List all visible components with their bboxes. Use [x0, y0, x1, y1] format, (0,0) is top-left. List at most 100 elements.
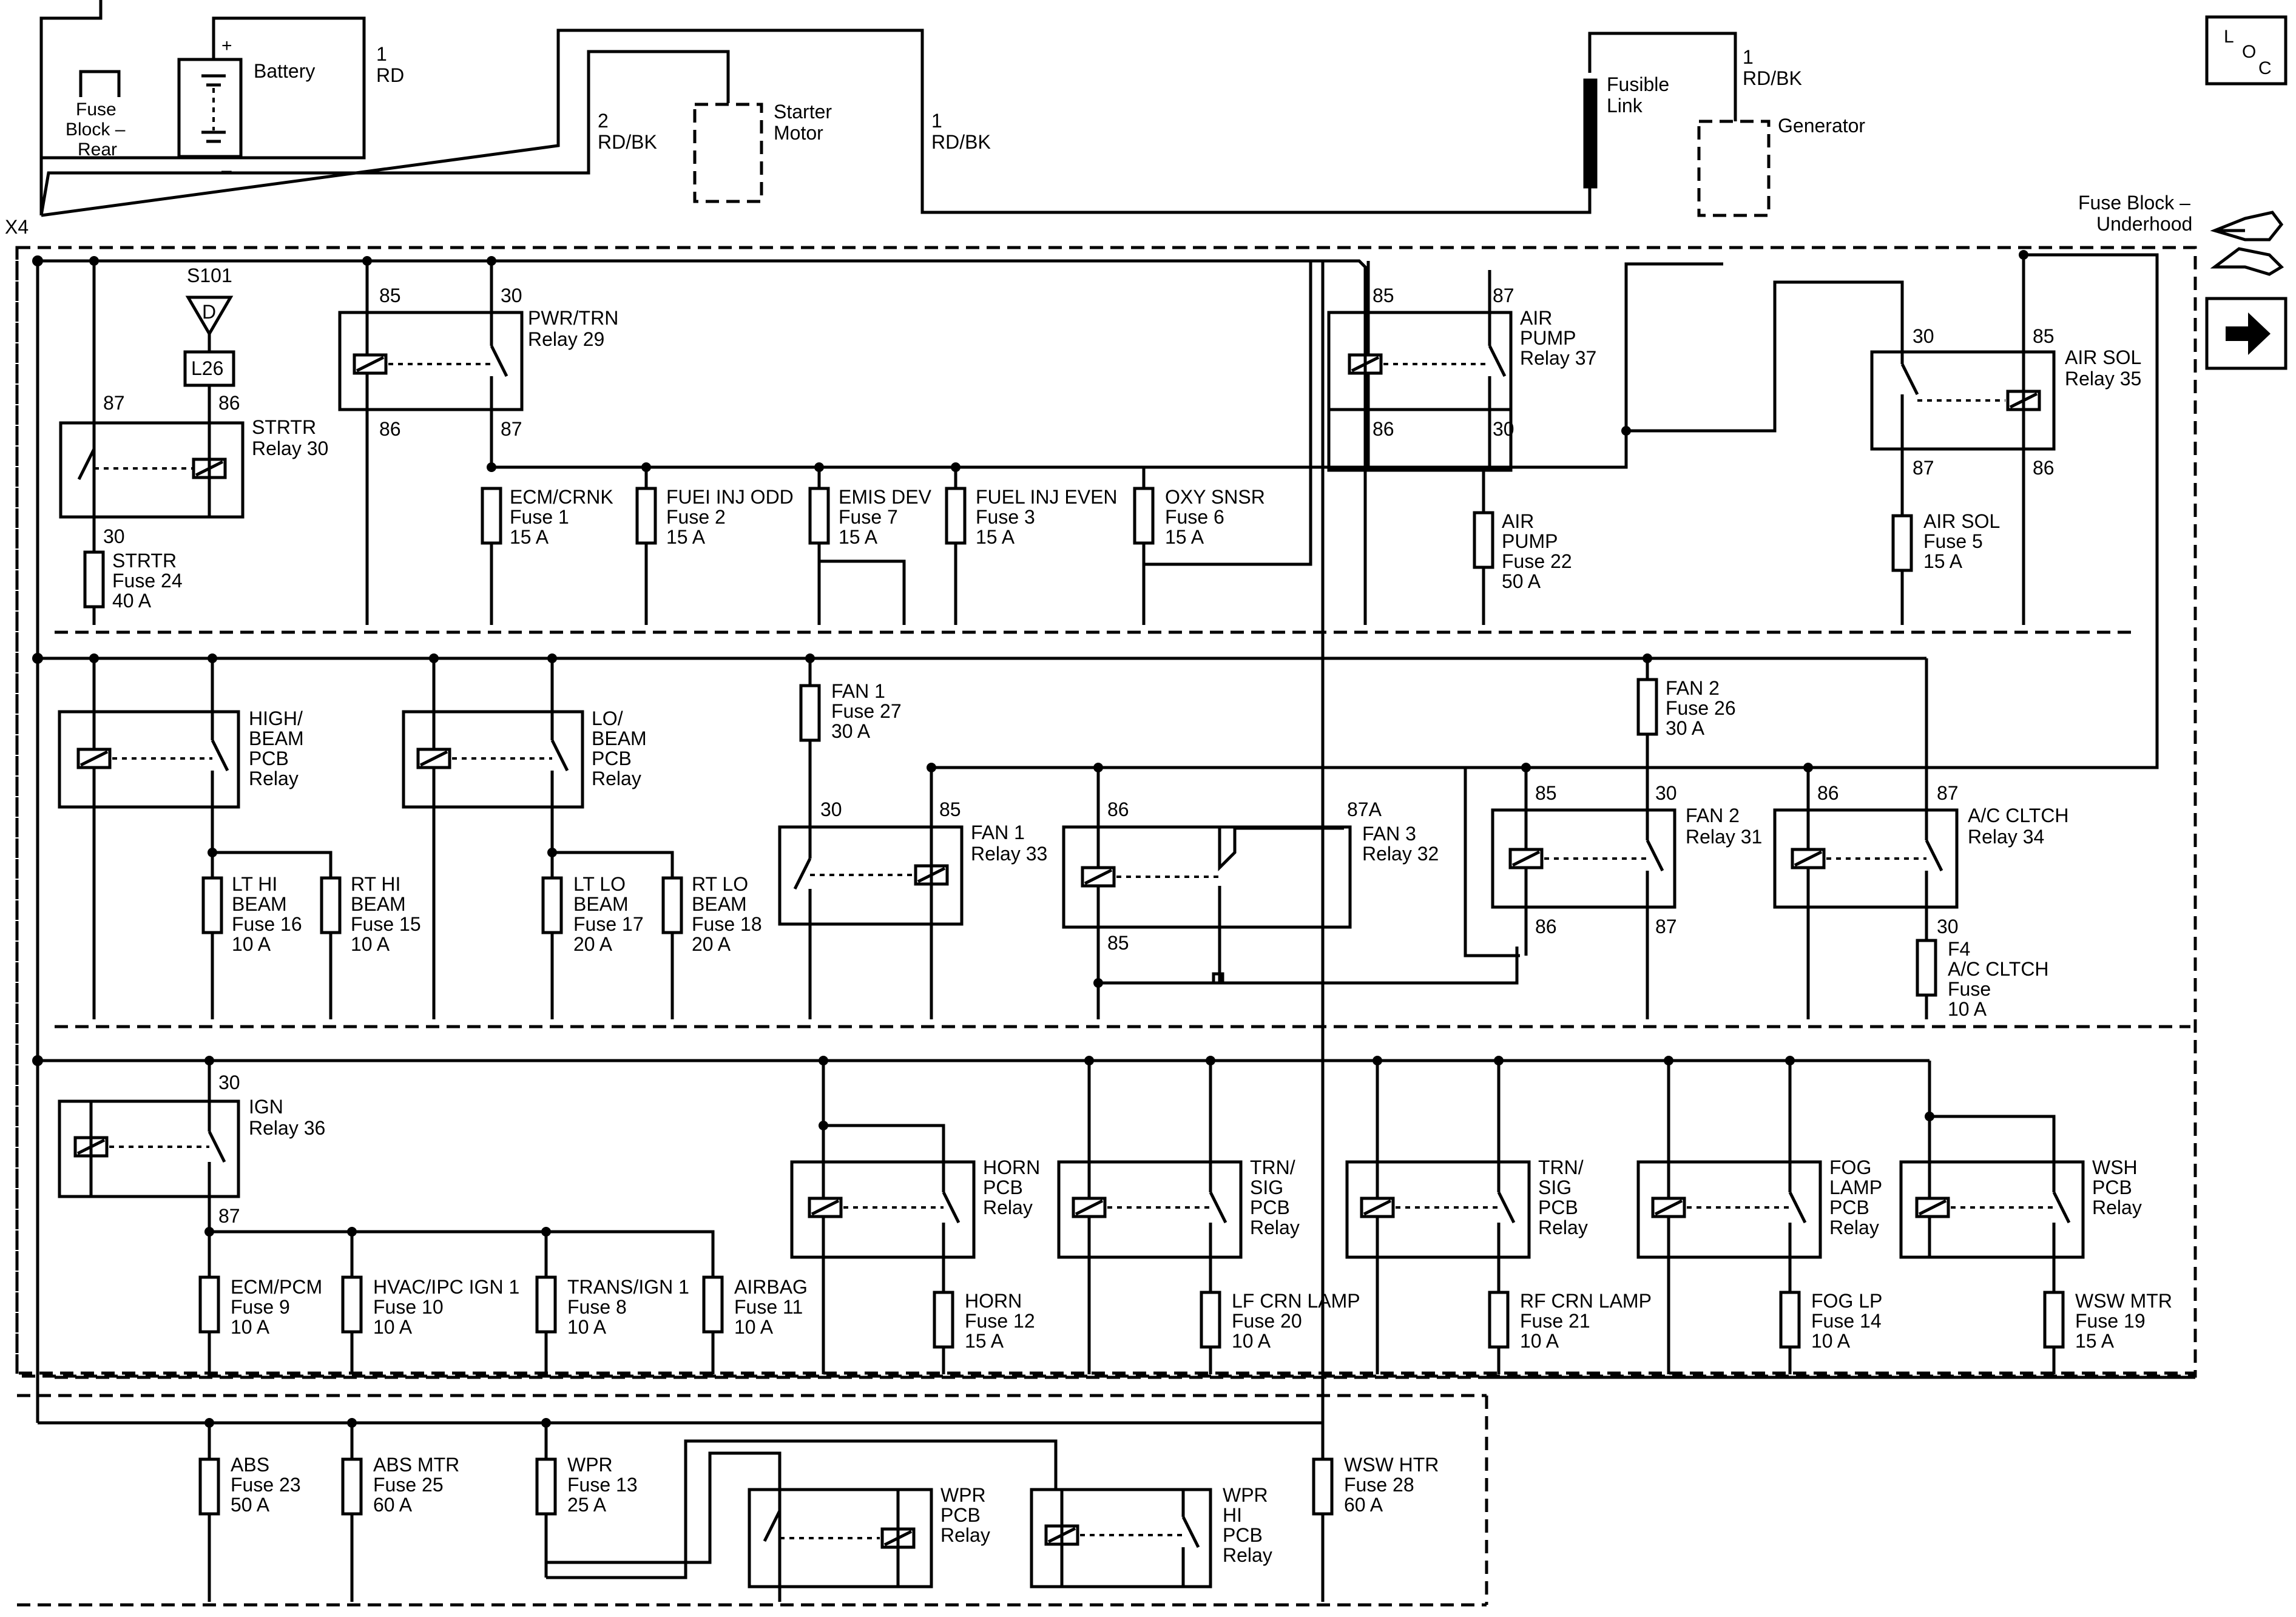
relay-label: Relay 32	[1362, 843, 1439, 865]
fuse-label: PUMP	[1502, 530, 1558, 552]
fuse-label: 10 A	[231, 1316, 270, 1338]
pin-label: 87	[218, 1205, 240, 1227]
row-3	[58, 1056, 2085, 1374]
relay-label: PCB	[940, 1504, 981, 1526]
battery-minus: –	[221, 160, 232, 180]
pin-label: 86	[2033, 457, 2055, 479]
relay-label: HI	[1223, 1504, 1242, 1526]
fuse-label: 10 A	[1520, 1330, 1559, 1352]
fuse-label: 10 A	[1811, 1330, 1851, 1352]
pin-label: 87	[1655, 916, 1677, 937]
row-1	[59, 250, 2159, 862]
wire-label: RD/BK	[598, 131, 657, 153]
fuse-label: 40 A	[112, 590, 152, 612]
fuse-label: Fuse 6	[1165, 506, 1224, 528]
fuse-label: Fuse 27	[831, 700, 902, 722]
connector-x4-label: X4	[5, 216, 29, 238]
relay-label: PCB	[1538, 1197, 1578, 1218]
fuse-label: 20 A	[573, 933, 613, 955]
pin-label: 87	[1937, 782, 1959, 804]
battery-plus: +	[221, 36, 232, 56]
wire-label: RD/BK	[931, 131, 991, 153]
pin-label: 86	[1817, 782, 1839, 804]
main-bus	[32, 255, 1930, 1425]
pin-label: 30	[1937, 916, 1959, 937]
relay-label: FOG	[1829, 1156, 1871, 1178]
fuse-label: HVAC/IPC IGN 1	[373, 1276, 519, 1298]
pin-label: 87	[1493, 285, 1514, 306]
fuse-label: 10 A	[1948, 998, 1987, 1020]
generator-label: Generator	[1778, 115, 1865, 137]
splice-label: S101	[187, 265, 232, 286]
fuse-label: Fuse 7	[839, 506, 898, 528]
relay-label: PCB	[1223, 1524, 1263, 1546]
fuse-label: LT HI	[232, 873, 277, 895]
fuse-label: WPR	[567, 1454, 613, 1476]
fuse-block-rear-label: Rear	[78, 140, 117, 160]
fuse-label: HORN	[965, 1290, 1022, 1312]
fuse-label: Fuse 26	[1666, 697, 1736, 719]
relay-label: Relay 35	[2065, 368, 2141, 390]
relay-label: PCB	[2092, 1176, 2132, 1198]
connector-tool-icon[interactable]	[2210, 211, 2284, 276]
fuse-label: ECM/CRNK	[510, 486, 613, 508]
relay-label: Relay 34	[1968, 826, 2044, 848]
relay-label: STRTR	[252, 416, 316, 438]
fuse-label: Fuse 16	[232, 913, 302, 935]
fuse-label: Fuse 10	[373, 1296, 444, 1318]
relay-label: Relay	[983, 1197, 1033, 1218]
wire-label: RD	[376, 64, 404, 86]
fuse-label: 10 A	[373, 1316, 413, 1338]
relay-label: SIG	[1250, 1176, 1283, 1198]
arrow-right-icon[interactable]	[2205, 297, 2288, 370]
pin-label: 86	[1107, 798, 1129, 820]
fuse-label: AIR SOL	[1923, 510, 2000, 532]
pin-label: 86	[218, 392, 240, 414]
relay-label: BEAM	[592, 727, 647, 749]
fuse-label: 15 A	[976, 526, 1015, 548]
fuse-block-underhood-label: Underhood	[2096, 213, 2192, 235]
pin-label: 85	[1535, 782, 1557, 804]
relay-label: Relay 31	[1686, 826, 1762, 848]
relay-label: WSH	[2092, 1156, 2138, 1178]
relay-label: PCB	[592, 748, 632, 769]
relay-label: Relay	[1250, 1217, 1300, 1238]
fuse-label: FAN 1	[831, 680, 885, 702]
fuse-label: BEAM	[692, 893, 747, 915]
fuse-label: Fuse 3	[976, 506, 1035, 528]
pin-label: 30	[1493, 418, 1514, 440]
relay-label: Relay	[1223, 1544, 1272, 1566]
loc-letter: O	[2242, 42, 2256, 62]
fuse-label: Fuse 9	[231, 1296, 290, 1318]
pin-label: 30	[1655, 782, 1677, 804]
fuse-label: Fuse 19	[2075, 1310, 2146, 1332]
pin-label: 87	[501, 418, 522, 440]
wire-label: 2	[598, 110, 609, 132]
fuse-label: Fuse 12	[965, 1310, 1035, 1332]
relay-label: HIGH/	[249, 707, 303, 729]
wire-label: 1	[1743, 46, 1754, 68]
fuse-label: TRANS/IGN 1	[567, 1276, 689, 1298]
l26-label: L26	[191, 357, 223, 379]
fuse-label: OXY SNSR	[1165, 486, 1265, 508]
loc-icon[interactable]: L O C	[2205, 15, 2288, 86]
pin-label: 87	[103, 392, 125, 414]
fuse-label: 10 A	[232, 933, 271, 955]
relay-label: SIG	[1538, 1176, 1572, 1198]
fuse-block-rear-label: Fuse	[76, 100, 116, 120]
pin-label: 85	[2033, 325, 2055, 347]
relay-label: IGN	[249, 1096, 283, 1118]
fuse-block-underhood-label: Fuse Block –	[2078, 192, 2190, 214]
fuse-label: A/C CLTCH	[1948, 958, 2049, 980]
fuse-label: 30 A	[831, 720, 871, 742]
fuse-label: Fuse 23	[231, 1474, 301, 1496]
relay-label: PCB	[249, 748, 289, 769]
relay-label: A/C CLTCH	[1968, 805, 2069, 826]
loc-letter: C	[2258, 58, 2272, 78]
fuse-label: Fuse 17	[573, 913, 644, 935]
fuse-label: Fuse 21	[1520, 1310, 1590, 1332]
relay-label: PCB	[983, 1176, 1023, 1198]
relay-label: Relay	[1829, 1217, 1879, 1238]
fuse-label: Fuse 22	[1502, 550, 1572, 572]
pin-label: 30	[820, 798, 842, 820]
